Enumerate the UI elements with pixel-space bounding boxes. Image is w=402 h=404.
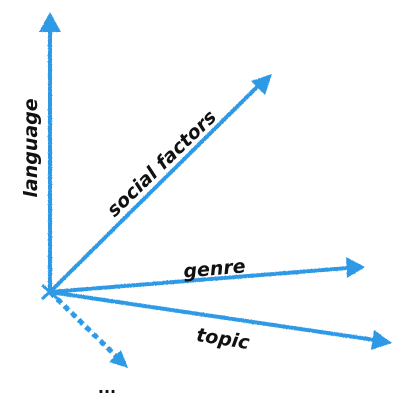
axis-genre-label: genre — [182, 255, 246, 282]
axis-language-arrowhead — [39, 12, 61, 32]
axis-genre-line — [48, 266, 350, 294]
axis-topic-arrowhead — [371, 330, 392, 350]
axis-more-line — [48, 290, 118, 358]
axis-language-label: language — [20, 98, 42, 197]
axis-genre-arrowhead — [346, 257, 365, 278]
axis-social-line — [48, 84, 260, 294]
axis-social-arrowhead — [251, 74, 272, 95]
axis-topic-line — [48, 290, 377, 342]
axis-more-arrowhead — [109, 350, 128, 368]
axis-topic-label: topic — [195, 324, 252, 354]
origin-cross-marker — [41, 283, 59, 301]
axis-more-label: ... — [98, 378, 116, 397]
axis-social-label: social factors — [103, 106, 221, 221]
